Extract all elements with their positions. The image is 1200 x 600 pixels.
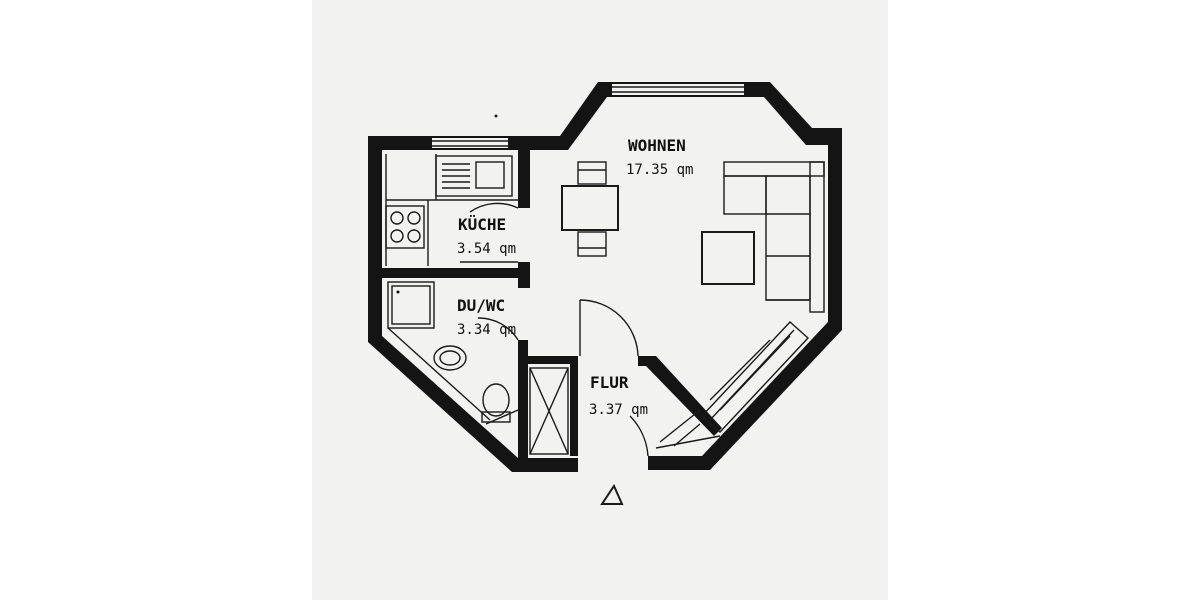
room-name-wohnen: WOHNEN [628, 136, 686, 155]
wall-kitchen-living [518, 150, 530, 208]
wardrobe-icon [529, 367, 569, 455]
wall-flur-closet [570, 356, 578, 456]
stove-icon [385, 205, 425, 249]
wall-flur-top [528, 356, 578, 364]
room-area-duwc: 3.34 qm [457, 322, 516, 338]
living-cabinet-diagonal [700, 321, 810, 433]
scan-speck [494, 114, 498, 118]
door-swing-icon [460, 202, 519, 263]
entrance-triangle-icon [600, 483, 624, 505]
shower-tray-icon [387, 281, 435, 329]
sink-icon [435, 155, 513, 197]
wall-bath-flur [518, 340, 528, 462]
washbasin-icon [433, 345, 467, 371]
toilet-icon [481, 383, 511, 423]
window-kitchen-top [432, 138, 508, 148]
wall-kitchen-bath [382, 268, 530, 278]
wall-flur-living [638, 356, 722, 436]
coffee-table-icon [701, 231, 755, 285]
room-area-flur: 3.37 qm [589, 402, 648, 418]
room-area-wohnen: 17.35 qm [626, 162, 693, 178]
outer-wall [368, 82, 842, 472]
dining-table-icon [561, 185, 619, 231]
room-name-flur: FLUR [590, 373, 629, 392]
flur-closet-diagonal [655, 409, 721, 449]
bath-door [477, 317, 519, 341]
room-area-kueche: 3.54 qm [457, 241, 516, 257]
room-name-kueche: KÜCHE [458, 215, 506, 234]
bath-counter [387, 327, 519, 425]
sofa-icon [723, 161, 825, 313]
room-name-duwc: DU/WC [457, 296, 505, 315]
window-living-top [612, 84, 744, 95]
chair-icon [577, 161, 607, 185]
chair-icon [577, 231, 607, 257]
door-swing-icon [579, 299, 649, 457]
